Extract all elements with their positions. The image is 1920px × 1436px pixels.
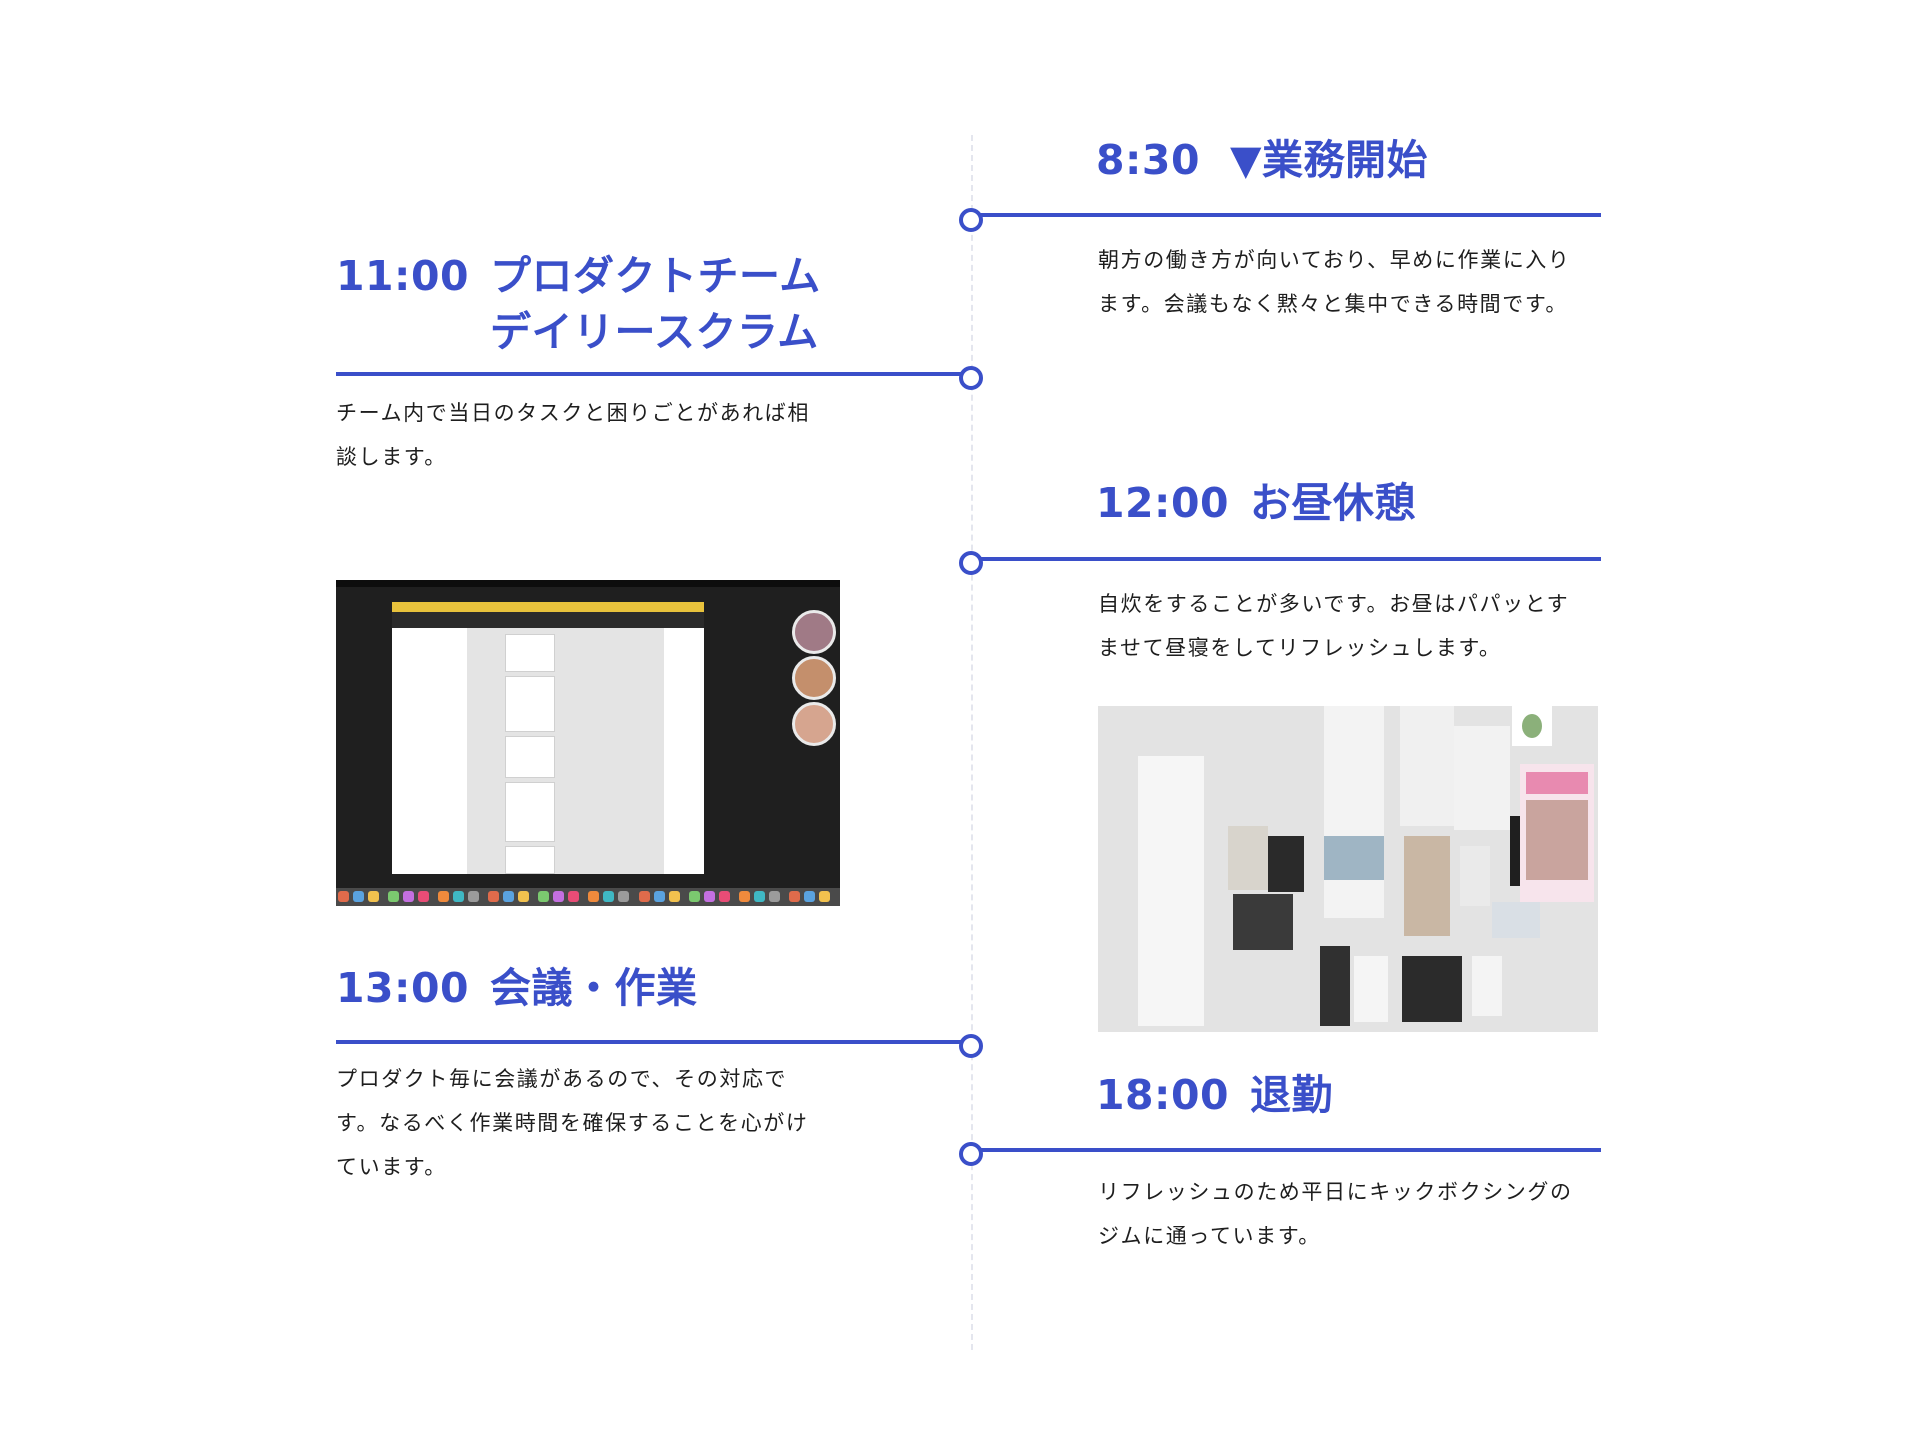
event-time: 12:00 [1096,479,1230,527]
event-title: 退勤 [1250,1071,1333,1119]
event-rule [336,1040,972,1044]
avatar [792,702,836,746]
event-0830: 8:30 ▼業務開始 [1096,132,1428,188]
video-call-screenshot [336,580,840,906]
event-heading: 13:00 会議・作業 [336,960,698,1016]
event-1100: 11:00 プロダクトチーム デイリースクラム [336,248,821,360]
design-board-screenshot [1098,706,1598,1032]
event-title: プロダクトチーム デイリースクラム [490,252,821,356]
event-description: チーム内で当日のタスクと困りごとがあれば相 談します。 [336,401,810,469]
event-heading: 18:00 退勤 [1096,1067,1333,1123]
event-1800: 18:00 退勤 [1096,1067,1333,1123]
timeline-node [959,1034,983,1058]
event-rule [970,557,1601,561]
timeline-node [959,366,983,390]
timeline-node [959,551,983,575]
timeline-node [959,1142,983,1166]
event-description: リフレッシュのため平日にキックボクシングの ジムに通っています。 [1098,1180,1573,1248]
timeline-node [959,208,983,232]
event-time: 13:00 [336,964,470,1012]
event-rule [336,372,972,376]
event-title: ▼業務開始 [1230,136,1429,184]
event-rule [970,213,1601,217]
avatar [792,610,836,654]
browser-window [392,602,704,874]
event-title: 会議・作業 [490,964,698,1012]
event-description: 自炊をすることが多いです。お昼はパパッとす ませて昼寝をしてリフレッシュします。 [1098,592,1570,660]
event-heading: 12:00 お昼休憩 [1096,475,1416,531]
event-time: 11:00 [336,252,470,300]
event-heading: 11:00 プロダクトチーム デイリースクラム [336,248,821,360]
avatar [792,656,836,700]
event-1200: 12:00 お昼休憩 [1096,475,1416,531]
event-time: 18:00 [1096,1071,1230,1119]
event-rule [970,1148,1601,1152]
app-dock [336,888,840,906]
event-heading: 8:30 ▼業務開始 [1096,132,1428,188]
timeline-axis [971,135,973,1350]
event-title: お昼休憩 [1250,479,1416,527]
event-description: 朝方の働き方が向いており、早めに作業に入り ます。会議もなく黙々と集中できる時間… [1098,248,1571,316]
event-1300: 13:00 会議・作業 [336,960,698,1016]
event-time: 8:30 [1096,136,1200,184]
event-description: プロダクト毎に会議があるので、その対応で す。なるべく作業時間を確保することを心… [336,1067,809,1179]
